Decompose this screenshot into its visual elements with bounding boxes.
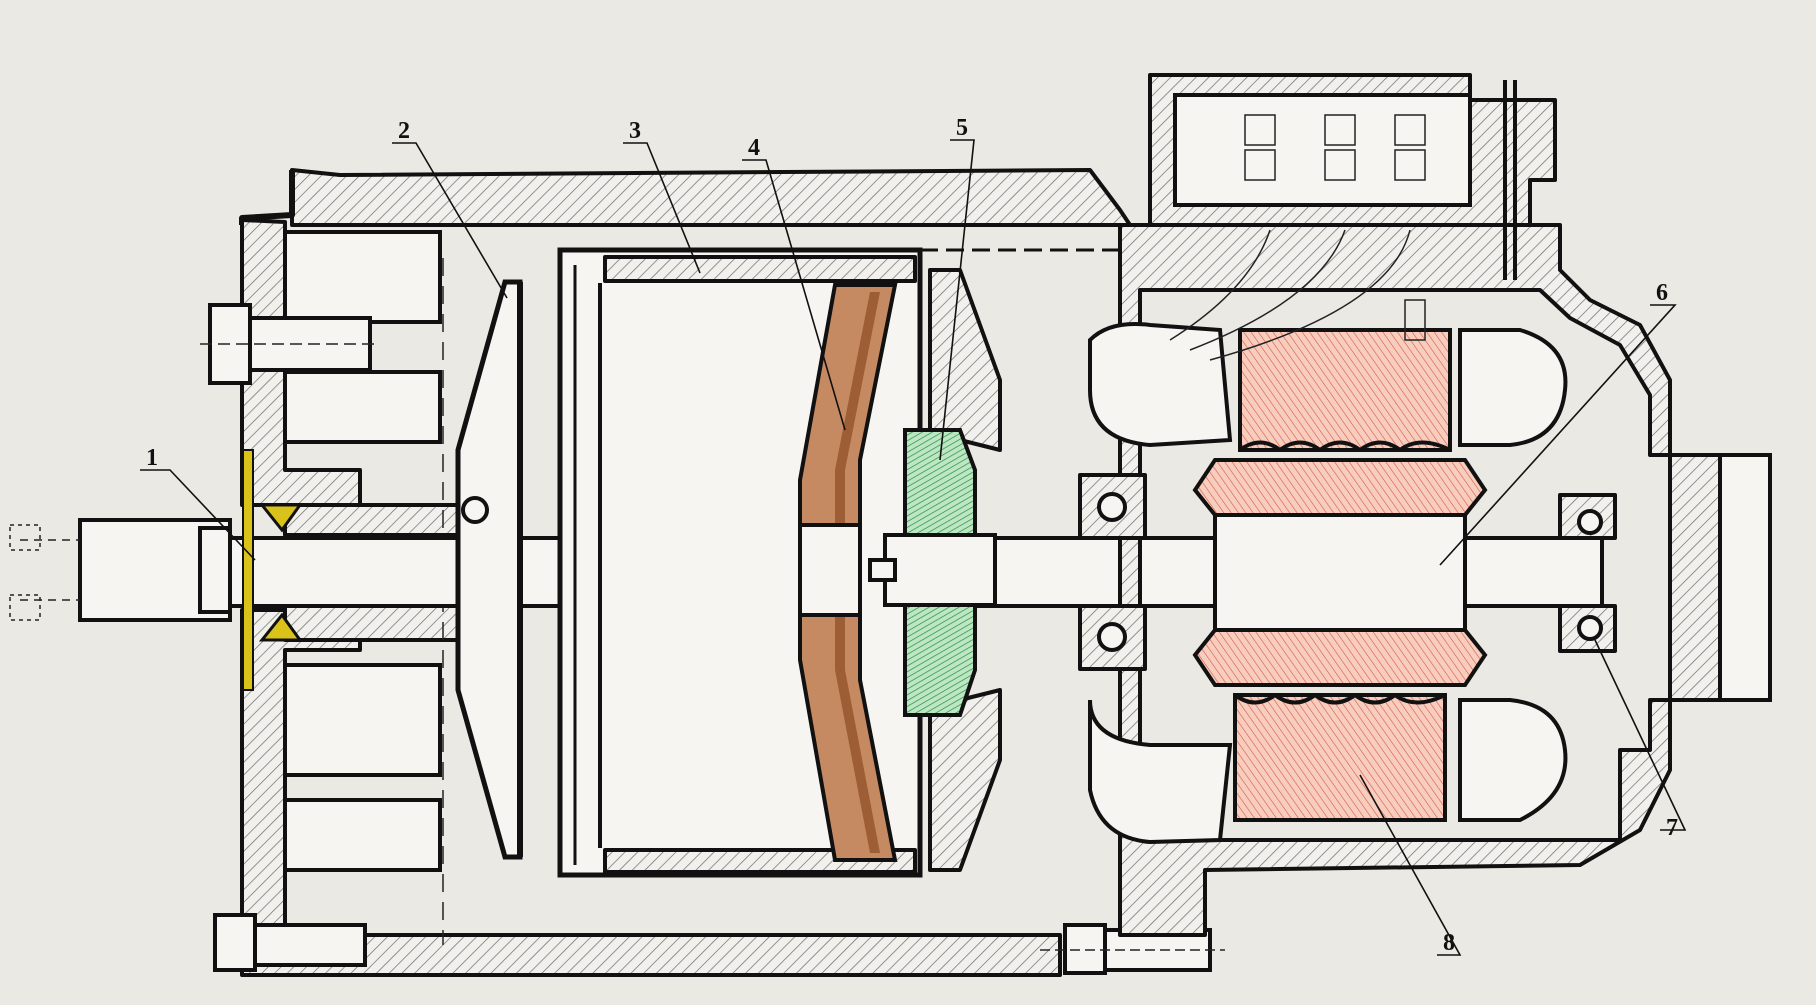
terminal-connectors xyxy=(1244,114,1426,181)
callout-5: 5 xyxy=(956,115,968,141)
impeller xyxy=(868,268,1002,872)
terminal-box xyxy=(1148,73,1557,361)
rear-cover xyxy=(1668,453,1772,702)
callout-labels: 1 2 3 4 5 6 7 8 xyxy=(146,115,1678,956)
callout-leaders xyxy=(140,139,1687,956)
shaft-seal xyxy=(242,449,303,691)
callout-2: 2 xyxy=(398,118,410,144)
deflector-disc xyxy=(455,279,523,860)
callout-1: 1 xyxy=(146,445,158,471)
callout-6: 6 xyxy=(1656,280,1668,306)
bolt-top-left xyxy=(200,303,380,385)
motor-housing xyxy=(1088,223,1672,937)
callout-8: 8 xyxy=(1443,930,1455,956)
bolt-bottom-left xyxy=(213,913,367,972)
stator-winding xyxy=(1233,328,1452,822)
bearing-rear xyxy=(1558,493,1617,653)
callout-4: 4 xyxy=(748,135,760,161)
rotor xyxy=(1192,458,1488,687)
callout-3: 3 xyxy=(629,118,641,144)
callout-7: 7 xyxy=(1666,815,1678,841)
bearing-front xyxy=(1078,473,1147,671)
diffuser xyxy=(798,283,898,862)
